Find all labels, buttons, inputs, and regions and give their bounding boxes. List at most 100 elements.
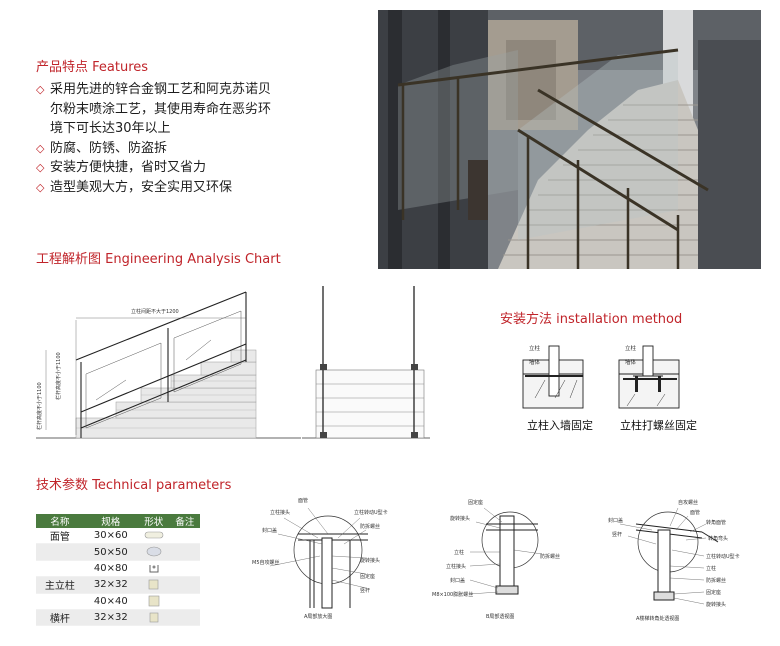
installation-diagrams: 立柱 墙体 立柱 墙体 [522, 344, 680, 409]
oval-icon [146, 547, 162, 557]
oval-flat-icon [144, 531, 164, 539]
feature-item: ◇ 安装方便快捷，省时又省力 [36, 158, 336, 178]
header-name: 名称 [36, 514, 84, 528]
feature-line: 防腐、防锈、防盗拆 [50, 140, 168, 156]
detail-b-label: 立柱接头 [446, 563, 466, 570]
feature-line: 尔粉末喷涂工艺，其使用寿命在恶劣环 [50, 101, 272, 117]
row-spec: 50×50 [83, 543, 138, 561]
row-note [169, 609, 200, 627]
detail-a-label: 立柱接头 [270, 509, 290, 516]
detail-c-drawing: 自攻螺丝 面管 转角面管 封口盖 竖杆 转角弯头 立柱转动U型卡 立柱 防拆螺丝… [608, 499, 740, 622]
post-label-right: 立柱 [625, 344, 637, 352]
detail-c-label: 自攻螺丝 [678, 499, 698, 506]
row-spec: 40×80 [83, 560, 138, 578]
row-name [36, 560, 84, 578]
row-name [36, 593, 84, 610]
diamond-bullet-icon: ◇ [36, 141, 45, 155]
detail-c-caption: A楼梯转角处透视图 [636, 615, 679, 622]
detail-b-label: 封口盖 [450, 577, 465, 584]
row-shape [137, 528, 170, 545]
feature-line: 境下可长达30年以上 [50, 121, 171, 136]
row-spec: 40×40 [83, 593, 138, 610]
diamond-bullet-icon: ◇ [36, 83, 45, 96]
detail-a-label: 固定座 [360, 573, 375, 580]
detail-a-label: 面管 [298, 497, 308, 504]
detail-c-label: 转角面管 [706, 519, 726, 526]
wall-label-right: 墙体 [625, 358, 637, 366]
table-row: 主立柱 32×32 [36, 576, 200, 594]
detail-a-drawing: 面管 立柱接头 封口盖 立柱转动U型卡 防拆螺丝 M5自攻螺丝 旋转接头 固定座… [252, 497, 388, 620]
detail-c-label: 立柱转动U型卡 [706, 553, 740, 560]
detail-c-label: 立柱 [706, 565, 716, 572]
detail-c-label: 转角弯头 [708, 535, 728, 542]
row-shape [137, 609, 170, 627]
row-note [169, 543, 200, 561]
detail-a-label: 旋转接头 [360, 557, 380, 564]
detail-b-drawing: 固定座 旋转接头 立柱 立柱接头 防拆螺丝 封口盖 M8×100膨胀螺丝 B局部… [432, 499, 560, 620]
detail-c-label: 防拆螺丝 [706, 577, 726, 584]
railing-elevation-drawing: 立柱间距不大于1200 栏杆高度不小于1100 栏杆高度不小于1100 [36, 291, 301, 439]
square-icon [148, 579, 159, 590]
row-name: 横杆 [36, 609, 84, 627]
row-shape [137, 560, 170, 578]
table-row: 50×50 [36, 543, 200, 561]
dimension-top-label: 立柱间距不大于1200 [131, 308, 179, 315]
row-shape [137, 593, 170, 610]
feature-line: 采用先进的锌合金钢工艺和阿克苏诺贝 [50, 82, 272, 97]
u-profile-icon [149, 564, 159, 573]
features-title: 产品特点 Features [36, 60, 149, 75]
technical-table: 名称 规格 形状 备注 面管 30×60 50×50 40×80 主立柱 32×… [36, 514, 200, 627]
detail-c-label: 旋转接头 [706, 601, 726, 608]
feature-item: ◇ 采用先进的锌合金钢工艺和阿克苏诺贝 尔粉末喷涂工艺，其使用寿命在恶劣环 境下… [36, 80, 336, 139]
table-row: 横杆 32×32 [36, 609, 200, 627]
feature-item: ◇ 防腐、防锈、防盗拆 [36, 139, 336, 159]
post-label-left: 立柱 [529, 344, 541, 352]
row-shape [137, 576, 170, 594]
header-spec: 规格 [83, 514, 138, 528]
diamond-bullet-icon: ◇ [36, 180, 45, 194]
detail-b-label: 防拆螺丝 [540, 553, 560, 560]
detail-a-label: 立柱转动U型卡 [354, 509, 388, 516]
feature-line: 造型美观大方，安全实用又环保 [50, 179, 233, 195]
row-name: 主立柱 [36, 576, 84, 594]
wall-label-left: 墙体 [529, 358, 541, 366]
table-header-row: 名称 规格 形状 备注 [36, 514, 200, 528]
detail-c-label: 竖杆 [612, 531, 622, 538]
dimension-left-label: 栏杆高度不小于1100 [55, 352, 62, 400]
header-note: 备注 [169, 514, 200, 528]
engineering-title: 工程解析图 Engineering Analysis Chart [36, 252, 281, 267]
staircase-railing-photo [378, 10, 761, 269]
detail-b-label: 立柱 [454, 549, 464, 556]
table-row: 面管 30×60 [36, 528, 200, 545]
row-spec: 32×32 [83, 576, 138, 594]
header-shape: 形状 [137, 514, 170, 528]
row-shape [137, 543, 170, 561]
features-list: ◇ 采用先进的锌合金钢工艺和阿克苏诺贝 尔粉末喷涂工艺，其使用寿命在恶劣环 境下… [36, 80, 336, 197]
install-caption-left: 立柱入墙固定 [527, 419, 593, 432]
technical-title: 技术参数 Technical parameters [36, 478, 232, 493]
detail-b-label: 固定座 [468, 499, 483, 506]
row-note [169, 560, 200, 578]
square-small-icon [149, 612, 159, 623]
table-row: 40×80 [36, 560, 200, 578]
row-note [169, 576, 200, 594]
row-name [36, 543, 84, 561]
diamond-bullet-icon: ◇ [36, 161, 45, 174]
detail-b-label: 旋转接头 [450, 515, 470, 522]
dimension-left-label-2: 栏杆高度不小于1100 [36, 382, 43, 430]
square-icon [148, 595, 160, 607]
installation-title: 安装方法 installation method [500, 312, 683, 327]
detail-a-label: 竖杆 [360, 587, 370, 594]
detail-a-label: 防拆螺丝 [360, 523, 380, 530]
detail-c-label: 面管 [690, 509, 700, 516]
row-note [169, 593, 200, 610]
detail-a-label: 封口盖 [262, 527, 277, 534]
railing-side-drawing [302, 286, 430, 439]
table-row: 40×40 [36, 593, 200, 610]
detail-a-label: M5自攻螺丝 [252, 559, 280, 566]
detail-a-caption: A局部放大图 [304, 613, 332, 620]
row-name: 面管 [36, 528, 84, 545]
staircase-photo-illustration [378, 10, 761, 269]
detail-b-caption: B局部透视图 [486, 613, 514, 620]
detail-c-label: 封口盖 [608, 517, 623, 524]
